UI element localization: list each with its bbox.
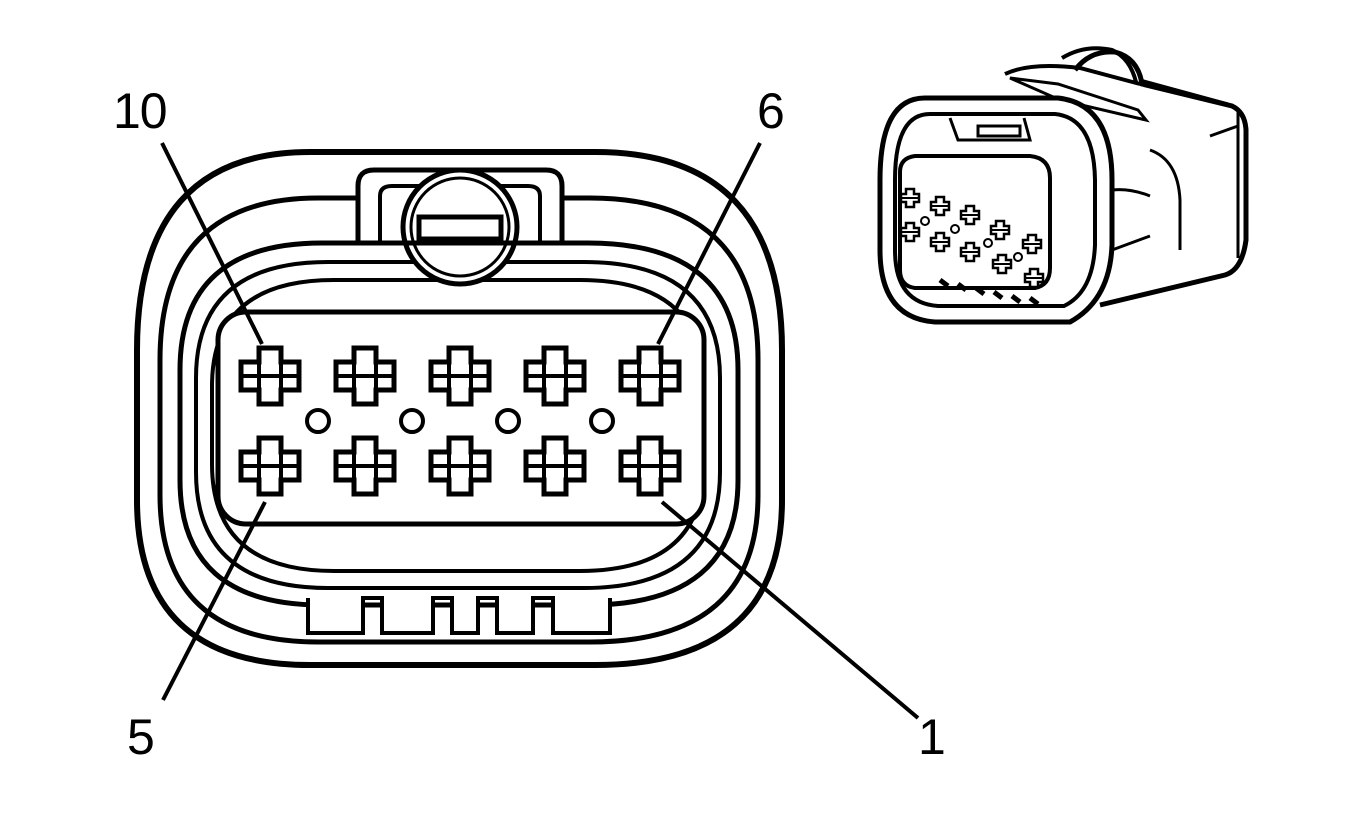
leader-line-6 (656, 142, 762, 345)
keying-notches (306, 596, 612, 635)
leader-line-1 (660, 500, 920, 720)
pin-label-10: 10 (113, 83, 168, 139)
pin-label-6: 6 (757, 83, 785, 139)
connector-housing-rim (157, 195, 761, 645)
leader-lines (160, 142, 920, 720)
connector-face-view (134, 149, 785, 668)
connector-isometric-view (877, 46, 1249, 325)
leader-line-5 (161, 501, 267, 701)
pin-label-5: 5 (127, 709, 155, 765)
locking-latch (322, 167, 588, 287)
pin-label-1: 1 (918, 709, 946, 765)
connector-seal-ring-middle (194, 260, 722, 590)
guide-holes (305, 408, 615, 434)
leader-line-10 (160, 142, 264, 345)
